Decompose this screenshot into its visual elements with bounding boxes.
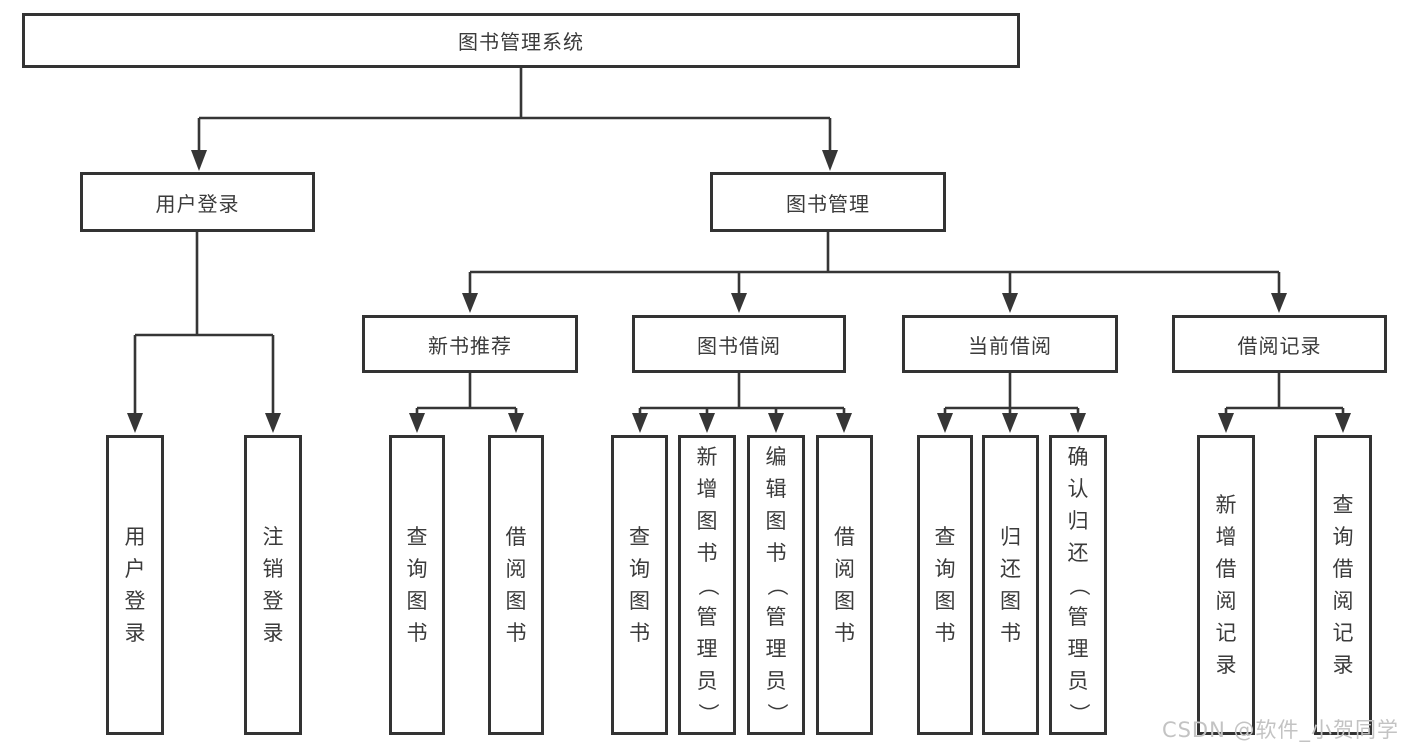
node-leaf-borrowing-borrow-books: 借阅图书 — [816, 435, 873, 735]
node-leaf-recommend-borrow-books: 借阅图书 — [488, 435, 544, 735]
leaf-label: 确认归还（管理员） — [1066, 444, 1091, 724]
leaf-label: 新增借阅记录 — [1215, 492, 1237, 677]
node-book-management: 图书管理 — [710, 172, 946, 232]
leaf-label: 查询图书 — [406, 524, 428, 645]
node-leaf-add-books-admin: 新增图书（管理员） — [678, 435, 736, 735]
node-leaf-confirm-return-admin: 确认归还（管理员） — [1049, 435, 1107, 735]
node-current-borrowing: 当前借阅 — [902, 315, 1118, 373]
leaf-label: 查询借阅记录 — [1332, 492, 1354, 677]
leaf-label: 查询图书 — [629, 524, 650, 645]
leaf-label: 新增图书（管理员） — [695, 444, 720, 724]
node-borrowing-records: 借阅记录 — [1172, 315, 1387, 373]
leaf-label: 归还图书 — [1000, 524, 1021, 645]
leaf-label: 借阅图书 — [505, 524, 527, 645]
node-new-book-recommend: 新书推荐 — [362, 315, 578, 373]
node-leaf-borrowing-query-books: 查询图书 — [611, 435, 668, 735]
node-user-login: 用户登录 — [80, 172, 315, 232]
node-leaf-return-books: 归还图书 — [982, 435, 1039, 735]
node-leaf-add-borrow-record: 新增借阅记录 — [1197, 435, 1255, 735]
leaf-label: 借阅图书 — [834, 524, 855, 645]
node-leaf-user-login: 用户登录 — [106, 435, 164, 735]
node-book-management-system: 图书管理系统 — [22, 13, 1020, 68]
csdn-watermark: CSDN @软件_小贺同学 — [1161, 718, 1399, 742]
leaf-label: 注销登录 — [262, 524, 284, 645]
node-leaf-query-borrow-record: 查询借阅记录 — [1314, 435, 1372, 735]
leaf-label: 用户登录 — [124, 524, 146, 645]
leaf-label: 编辑图书（管理员） — [764, 444, 789, 724]
node-leaf-edit-books-admin: 编辑图书（管理员） — [747, 435, 805, 735]
node-leaf-recommend-query-books: 查询图书 — [389, 435, 445, 735]
node-leaf-logout: 注销登录 — [244, 435, 302, 735]
node-book-borrowing: 图书借阅 — [632, 315, 846, 373]
node-leaf-current-query-books: 查询图书 — [917, 435, 973, 735]
leaf-label: 查询图书 — [934, 524, 956, 645]
